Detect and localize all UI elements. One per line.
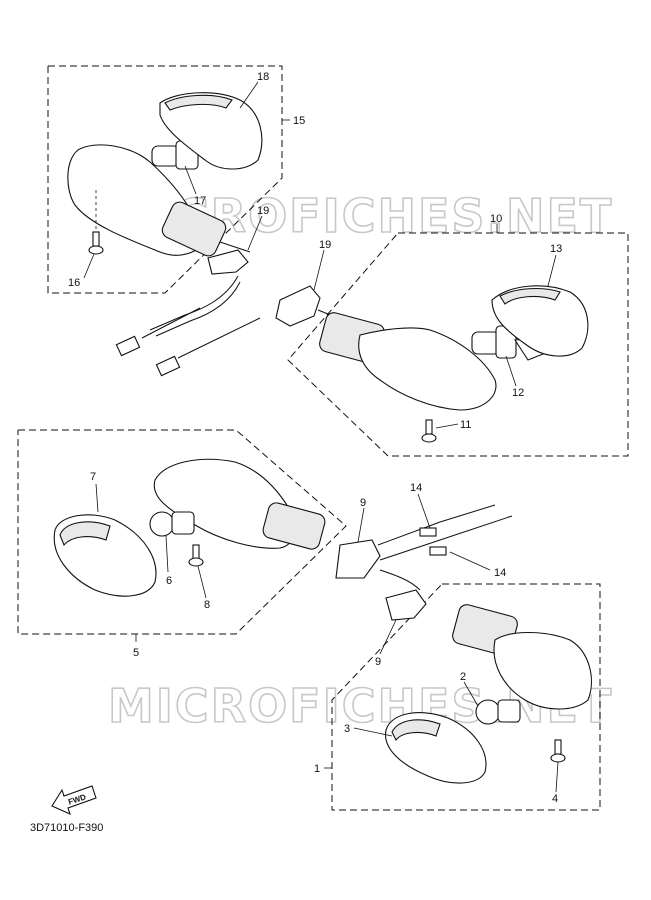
callout-17: 17 — [194, 195, 206, 207]
callout-4: 4 — [552, 793, 558, 805]
callouts: 18 15 17 19 16 10 19 13 12 11 7 14 9 14 … — [68, 71, 562, 805]
flasher-body-10 — [319, 312, 497, 411]
bulb-2 — [475, 699, 521, 725]
wire-harness-top — [115, 275, 261, 377]
assembly-10-box — [287, 232, 629, 457]
lens-3 — [385, 712, 487, 784]
grommet-19-mid — [275, 285, 339, 327]
callout-19-mid: 19 — [319, 239, 331, 251]
harness-14 — [377, 504, 513, 591]
assembly-15-box — [47, 65, 283, 294]
assembly-5-box — [17, 429, 347, 635]
callout-7: 7 — [90, 471, 96, 483]
screw-8 — [188, 544, 204, 567]
lens-18 — [159, 92, 263, 170]
callout-11: 11 — [460, 419, 471, 431]
grommet-9-upper — [335, 539, 381, 579]
assembly-1-box — [331, 583, 601, 811]
callout-15: 15 — [293, 115, 305, 127]
flasher-body-15 — [67, 144, 251, 257]
grommet-9-lower — [385, 589, 427, 621]
callout-18: 18 — [257, 71, 269, 83]
screw-4 — [550, 739, 566, 763]
callout-3: 3 — [344, 723, 350, 735]
leader-lines — [83, 81, 559, 793]
callout-5: 5 — [133, 647, 139, 659]
grommet-19-top — [207, 249, 249, 275]
callout-9-lower: 9 — [375, 656, 381, 668]
bulb-6 — [149, 511, 195, 537]
lens-7 — [53, 514, 157, 597]
diagram-code: 3D71010-F390 — [30, 822, 104, 834]
lens-13 — [491, 285, 589, 357]
callout-6: 6 — [166, 575, 172, 587]
flasher-body-5 — [153, 458, 326, 550]
fwd-arrow-icon: FWD — [51, 785, 97, 816]
screw-16 — [88, 190, 104, 255]
callout-10: 10 — [490, 213, 502, 225]
callout-19-top: 19 — [257, 205, 269, 217]
callout-1: 1 — [314, 763, 320, 775]
callout-2: 2 — [460, 671, 466, 683]
callout-14-lower: 14 — [494, 567, 506, 579]
screw-11 — [421, 419, 437, 443]
callout-8: 8 — [204, 599, 210, 611]
callout-9-upper: 9 — [360, 497, 366, 509]
callout-12: 12 — [512, 387, 524, 399]
callout-13: 13 — [550, 243, 562, 255]
callout-16: 16 — [68, 277, 80, 289]
callout-14-upper: 14 — [410, 482, 422, 494]
flasher-body-1 — [452, 604, 592, 710]
